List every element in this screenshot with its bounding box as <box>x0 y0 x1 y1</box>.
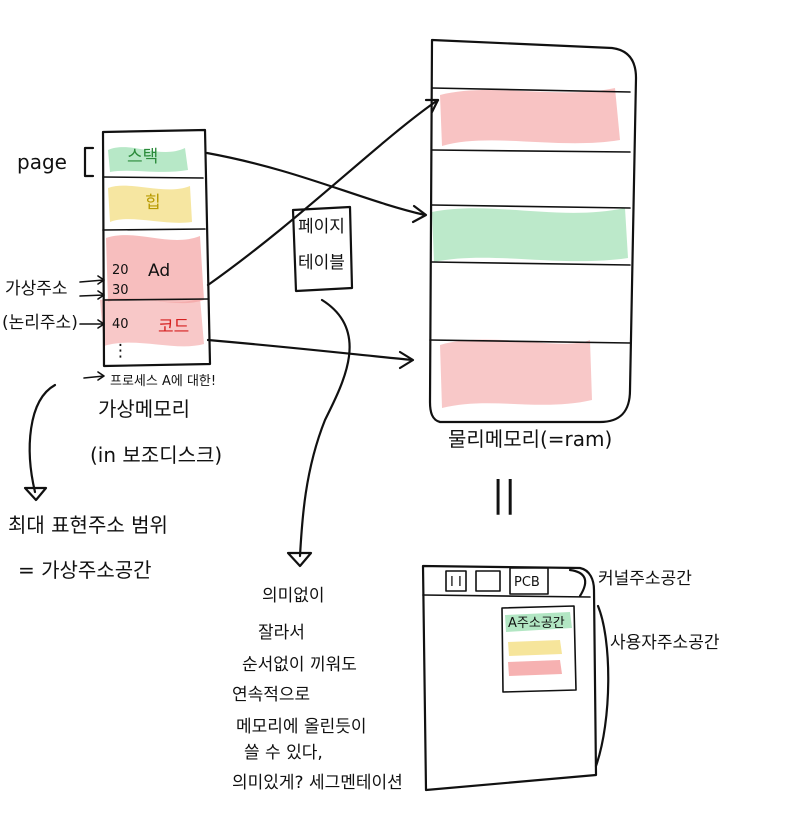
seg-line-5: 메모리에 올린듯이 <box>236 717 367 737</box>
seg-line-4: 연속적으로 <box>232 685 310 705</box>
addr-20-label: 20 <box>112 263 129 278</box>
addr-arrow-1 <box>80 276 104 284</box>
segmentation-notes: 의미없이 잘라서 순서없이 끼워도 연속적으로 메모리에 올린듯이 쓸 수 있다… <box>232 586 403 793</box>
vm-divider-2 <box>103 229 205 230</box>
pcb-label: PCB <box>514 575 540 590</box>
stack-label: 스택 <box>127 147 158 167</box>
seg-line-7: 의미있게? 세그멘테이션 <box>232 773 403 793</box>
pm-green-highlight <box>432 208 628 262</box>
kernel-box-label: I I <box>450 575 462 590</box>
addr-30-label: 30 <box>112 283 129 298</box>
code-label: 코드 <box>158 317 189 337</box>
pm-divider-3 <box>432 205 630 208</box>
addr-arrow-2 <box>80 291 104 299</box>
pm-red-highlight-top <box>440 88 620 146</box>
pm-divider-2 <box>432 150 630 152</box>
kernel-cell-2 <box>476 571 500 591</box>
page-table-label-2: 테이블 <box>298 253 345 273</box>
a-space-label: A주소공간 <box>508 616 565 631</box>
max-range-arrow <box>30 385 55 492</box>
vm-divider-1 <box>103 177 203 178</box>
addr-arrow-4 <box>84 372 104 380</box>
max-range-line2: = 가상주소공간 <box>18 558 152 582</box>
user-bracket <box>596 606 608 766</box>
virtual-memory-block: page 스택 힙 20 Ad 30 40 코드 ⋮ 가상주소 (논리주소) 프… <box>2 130 222 467</box>
a-space-yellow-highlight <box>508 640 562 656</box>
user-space-label: 사용자주소공간 <box>610 633 720 653</box>
equals-symbol: || <box>492 474 516 515</box>
kernel-bracket <box>570 570 585 596</box>
map-arrow-code <box>208 340 412 360</box>
ram-detail-block: I I PCB A주소공간 커널주소공간 사용자주소공간 <box>423 566 720 790</box>
vm-divider-3 <box>104 299 208 300</box>
a-space-red-highlight <box>508 660 562 676</box>
heap-label: 힙 <box>145 193 161 213</box>
pm-divider-4 <box>432 262 630 265</box>
virtual-addr-label: 가상주소 <box>5 279 68 299</box>
pm-red-highlight-bottom <box>440 340 592 408</box>
seg-line-2: 잘라서 <box>258 623 305 643</box>
page-table-label-1: 페이지 <box>298 217 345 237</box>
data-label: Ad <box>148 261 170 281</box>
kernel-space-label: 커널주소공간 <box>598 569 692 589</box>
max-range-line1: 최대 표현주소 범위 <box>8 513 168 537</box>
ram-kernel-divider <box>423 595 590 597</box>
page-bracket <box>85 148 93 176</box>
virtual-memory-subtitle: (in 보조디스크) <box>90 443 222 467</box>
seg-line-1: 의미없이 <box>262 586 325 606</box>
physical-memory-block: 물리메모리(=ram) || <box>430 40 636 515</box>
physical-memory-title: 물리메모리(=ram) <box>448 427 612 451</box>
addr-40-label: 40 <box>112 317 129 332</box>
addr-arrow-3 <box>80 320 104 328</box>
process-note: 프로세스 A에 대한! <box>110 374 216 389</box>
seg-line-3: 순서없이 끼워도 <box>242 655 357 675</box>
ellipsis-label: ⋮ <box>112 341 129 361</box>
page-label: page <box>17 150 67 174</box>
page-table-block: 페이지 테이블 <box>293 207 352 291</box>
logical-addr-label: (논리주소) <box>2 313 78 333</box>
seg-line-6: 쓸 수 있다, <box>244 743 323 763</box>
ram-detail-box <box>423 566 596 790</box>
map-arrow-stack <box>207 153 425 215</box>
virtual-memory-title: 가상메모리 <box>98 397 190 421</box>
segmentation-arrow <box>300 300 350 556</box>
